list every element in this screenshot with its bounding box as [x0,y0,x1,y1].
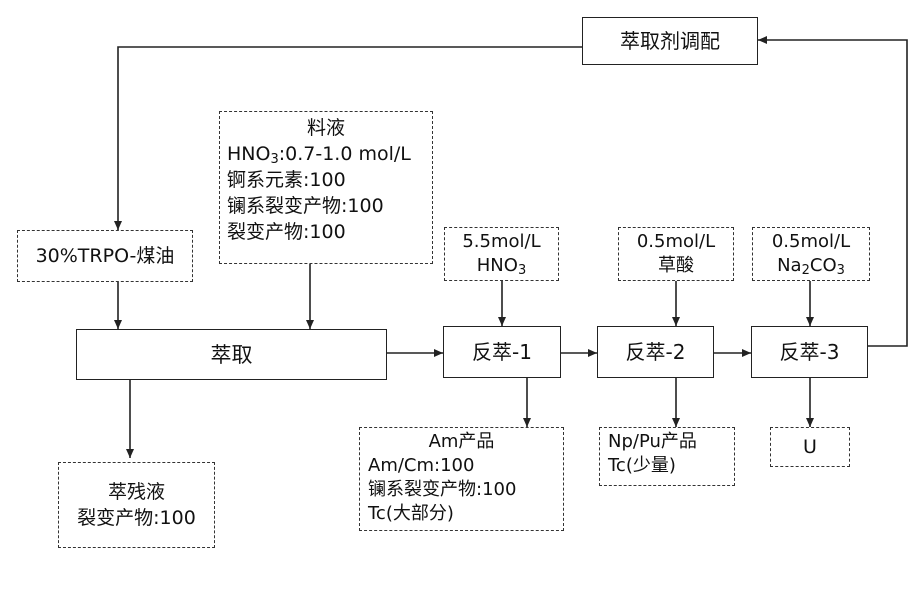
feed-line-actinides: 锕系元素:100 [227,169,346,191]
feed-hno3-line: HNO3:0.7-1.0 mol/L [227,143,411,167]
u-product-label: U [803,436,817,458]
strip2-label: 反萃-2 [625,340,686,364]
nppu-product-title: Np/Pu产品 [608,431,697,452]
solvent-adjust-box: 萃取剂调配 [582,17,758,65]
reagent2-name: 草酸 [658,255,694,276]
nppu-product-box: Np/Pu产品 Tc(少量) [599,427,735,486]
raffinate-line1: 裂变产物:100 [77,507,196,529]
nppu-product-line1: Tc(少量) [608,455,676,476]
am-product-title: Am产品 [428,431,495,452]
feed-line-lanthanides: 镧系裂变产物:100 [227,195,384,217]
strip2-box: 反萃-2 [597,326,714,378]
reagent2-box: 0.5mol/L 草酸 [618,227,734,281]
strip3-box: 反萃-3 [751,326,868,378]
arrow-adjust-to-solvent [114,46,582,230]
strip3-label: 反萃-3 [779,340,840,364]
solvent-adjust-label: 萃取剂调配 [620,29,720,53]
solvent-box: 30%TRPO-煤油 [17,230,193,282]
reagent1-box: 5.5mol/L HNO3 [444,227,559,281]
extraction-box: 萃取 [76,329,387,380]
arrow-strip3-to-adjust [758,36,908,347]
feed-box: 料液 HNO3:0.7-1.0 mol/L 锕系元素:100 镧系裂变产物:10… [219,111,433,264]
strip1-label: 反萃-1 [472,340,532,364]
am-product-line2: 镧系裂变产物:100 [368,479,517,500]
raffinate-box: 萃残液 裂变产物:100 [58,462,215,548]
u-product-box: U [770,427,850,467]
reagent3-conc: 0.5mol/L [771,231,851,252]
am-product-line3: Tc(大部分) [368,503,454,524]
strip1-box: 反萃-1 [443,326,561,378]
am-product-box: Am产品 Am/Cm:100 镧系裂变产物:100 Tc(大部分) [359,427,564,531]
feed-line-fission: 裂变产物:100 [227,221,346,243]
solvent-label: 30%TRPO-煤油 [35,245,175,267]
reagent2-conc: 0.5mol/L [636,231,716,252]
reagent1-name: HNO3 [476,255,527,278]
feed-title: 料液 [306,117,345,139]
reagent3-name: Na2CO3 [777,255,845,278]
reagent1-conc: 5.5mol/L [462,231,541,252]
reagent3-box: 0.5mol/L Na2CO3 [752,227,870,281]
am-product-line1: Am/Cm:100 [368,455,475,476]
extraction-label: 萃取 [210,342,253,367]
raffinate-title: 萃残液 [107,481,165,503]
